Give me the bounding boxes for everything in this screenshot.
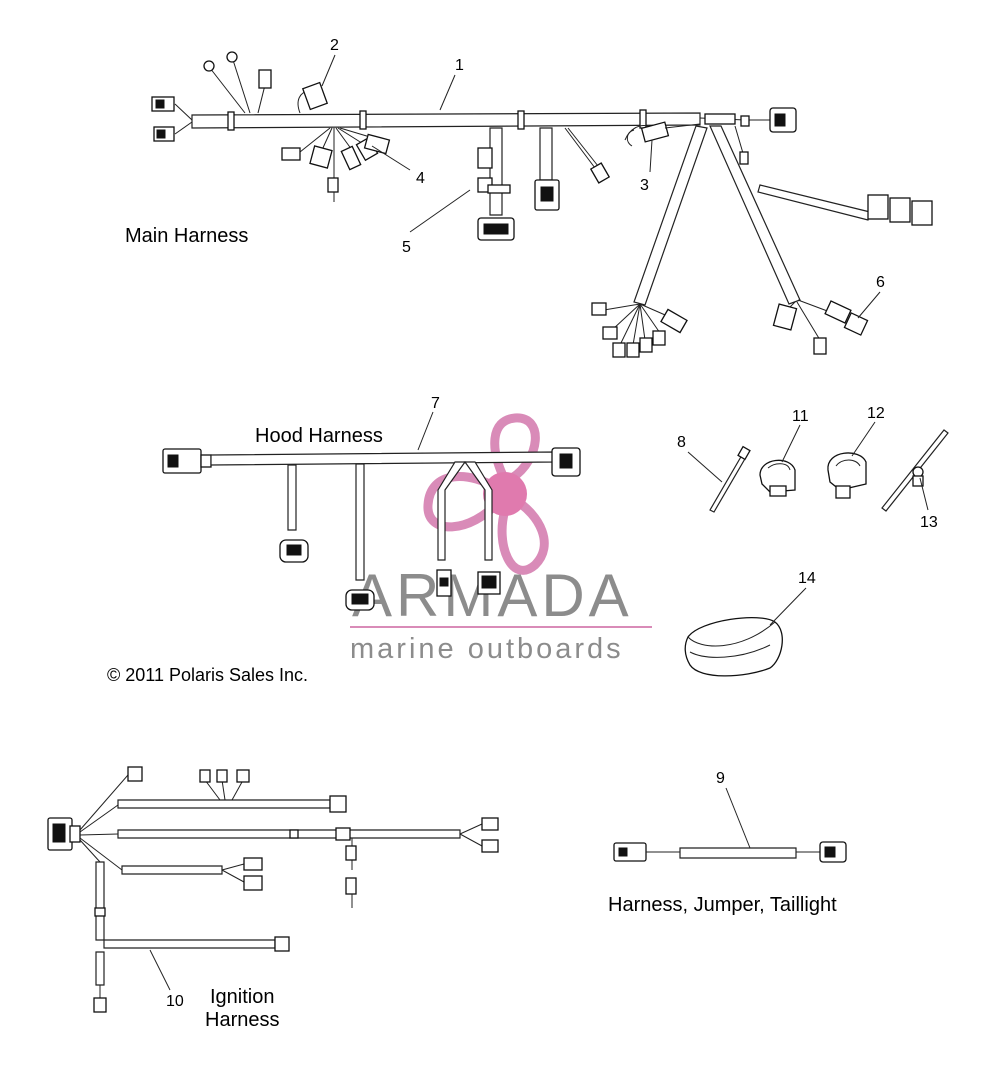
- callout-2: 2: [330, 37, 339, 54]
- callout-13: 13: [920, 514, 938, 531]
- jumper-harness-label: Harness, Jumper, Taillight: [608, 894, 837, 916]
- callout-12: 12: [867, 405, 885, 422]
- callout-14: 14: [798, 570, 816, 587]
- main-harness-label: Main Harness: [125, 225, 248, 247]
- ignition-harness-label-line2: Harness: [205, 1009, 279, 1031]
- main-harness-assembly: [151, 51, 933, 358]
- callout-4: 4: [416, 170, 425, 187]
- part-9-jumper-harness: [613, 841, 847, 863]
- ignition-harness-assembly: [47, 766, 499, 1013]
- callout-1: 1: [455, 57, 464, 74]
- watermark-tagline: marine outboards: [350, 633, 624, 665]
- part-12-clamp: [827, 452, 867, 499]
- part-14-sleeve: [684, 616, 783, 677]
- leader-lines: [149, 54, 929, 991]
- callout-6: 6: [876, 274, 885, 291]
- part-11-clip: [759, 459, 796, 497]
- callout-11: 11: [792, 408, 809, 425]
- callout-10: 10: [166, 993, 184, 1010]
- propeller-hub: [483, 472, 527, 516]
- callout-9: 9: [716, 770, 725, 787]
- hood-harness-label: Hood Harness: [255, 425, 383, 447]
- copyright-notice: © 2011 Polaris Sales Inc.: [107, 665, 308, 685]
- hood-harness-assembly: [162, 447, 581, 611]
- part-8-tie-strap: [709, 445, 751, 513]
- part-13-tie-mount: [881, 429, 949, 512]
- callout-8: 8: [677, 434, 686, 451]
- ignition-harness-label-line1: Ignition: [210, 986, 275, 1008]
- callout-7: 7: [431, 395, 440, 412]
- callout-5: 5: [402, 239, 411, 256]
- callout-3: 3: [640, 177, 649, 194]
